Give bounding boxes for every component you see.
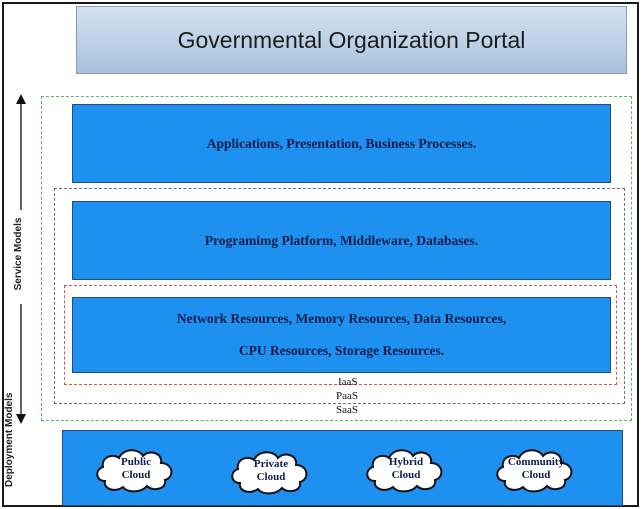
infrastructure-layer-text-1: Network Resources, Memory Resources, Dat… [176, 311, 507, 326]
applications-layer-text: Applications, Presentation, Business Pro… [206, 135, 477, 151]
cloud-label-2: Cloud [256, 471, 286, 483]
service-models-label: Service Models [13, 217, 24, 291]
cloud-label-1: Public [121, 456, 151, 468]
paas-boundary [54, 188, 625, 404]
infrastructure-layer-text-2: CPU Resources, Storage Resources. [238, 343, 445, 358]
deployment-models-label: Deployment Models [4, 392, 15, 487]
cloud-icon [231, 451, 308, 495]
cloud-label-1: Hybrid [388, 456, 424, 468]
saas-label: SaaS [336, 404, 358, 416]
paas-label: PaaS [336, 390, 358, 402]
cloud-icon [496, 449, 573, 493]
cloud-label-1: Private [253, 458, 289, 470]
cloud-label-2: Cloud [521, 469, 551, 481]
infrastructure-layer: Network Resources, Memory Resources, Dat… [72, 297, 611, 373]
iaas-label: IaaS [338, 376, 358, 388]
saas-boundary [41, 96, 632, 421]
cloud-label-2: Cloud [391, 469, 421, 481]
cloud-icon [366, 449, 443, 493]
iaas-boundary [64, 285, 617, 385]
platform-layer: Programimg Platform, Middleware, Databas… [72, 201, 611, 280]
cloud-label-1: Community [507, 456, 565, 468]
cloud-icon [96, 449, 173, 493]
platform-layer-text: Programimg Platform, Middleware, Databas… [204, 232, 479, 248]
service-models-arrow [16, 94, 26, 424]
portal-title: Governmental Organization Portal [177, 26, 526, 53]
applications-layer: Applications, Presentation, Business Pro… [72, 104, 611, 183]
cloud-label-2: Cloud [121, 469, 151, 481]
portal-title-box: Governmental Organization Portal [76, 6, 627, 74]
